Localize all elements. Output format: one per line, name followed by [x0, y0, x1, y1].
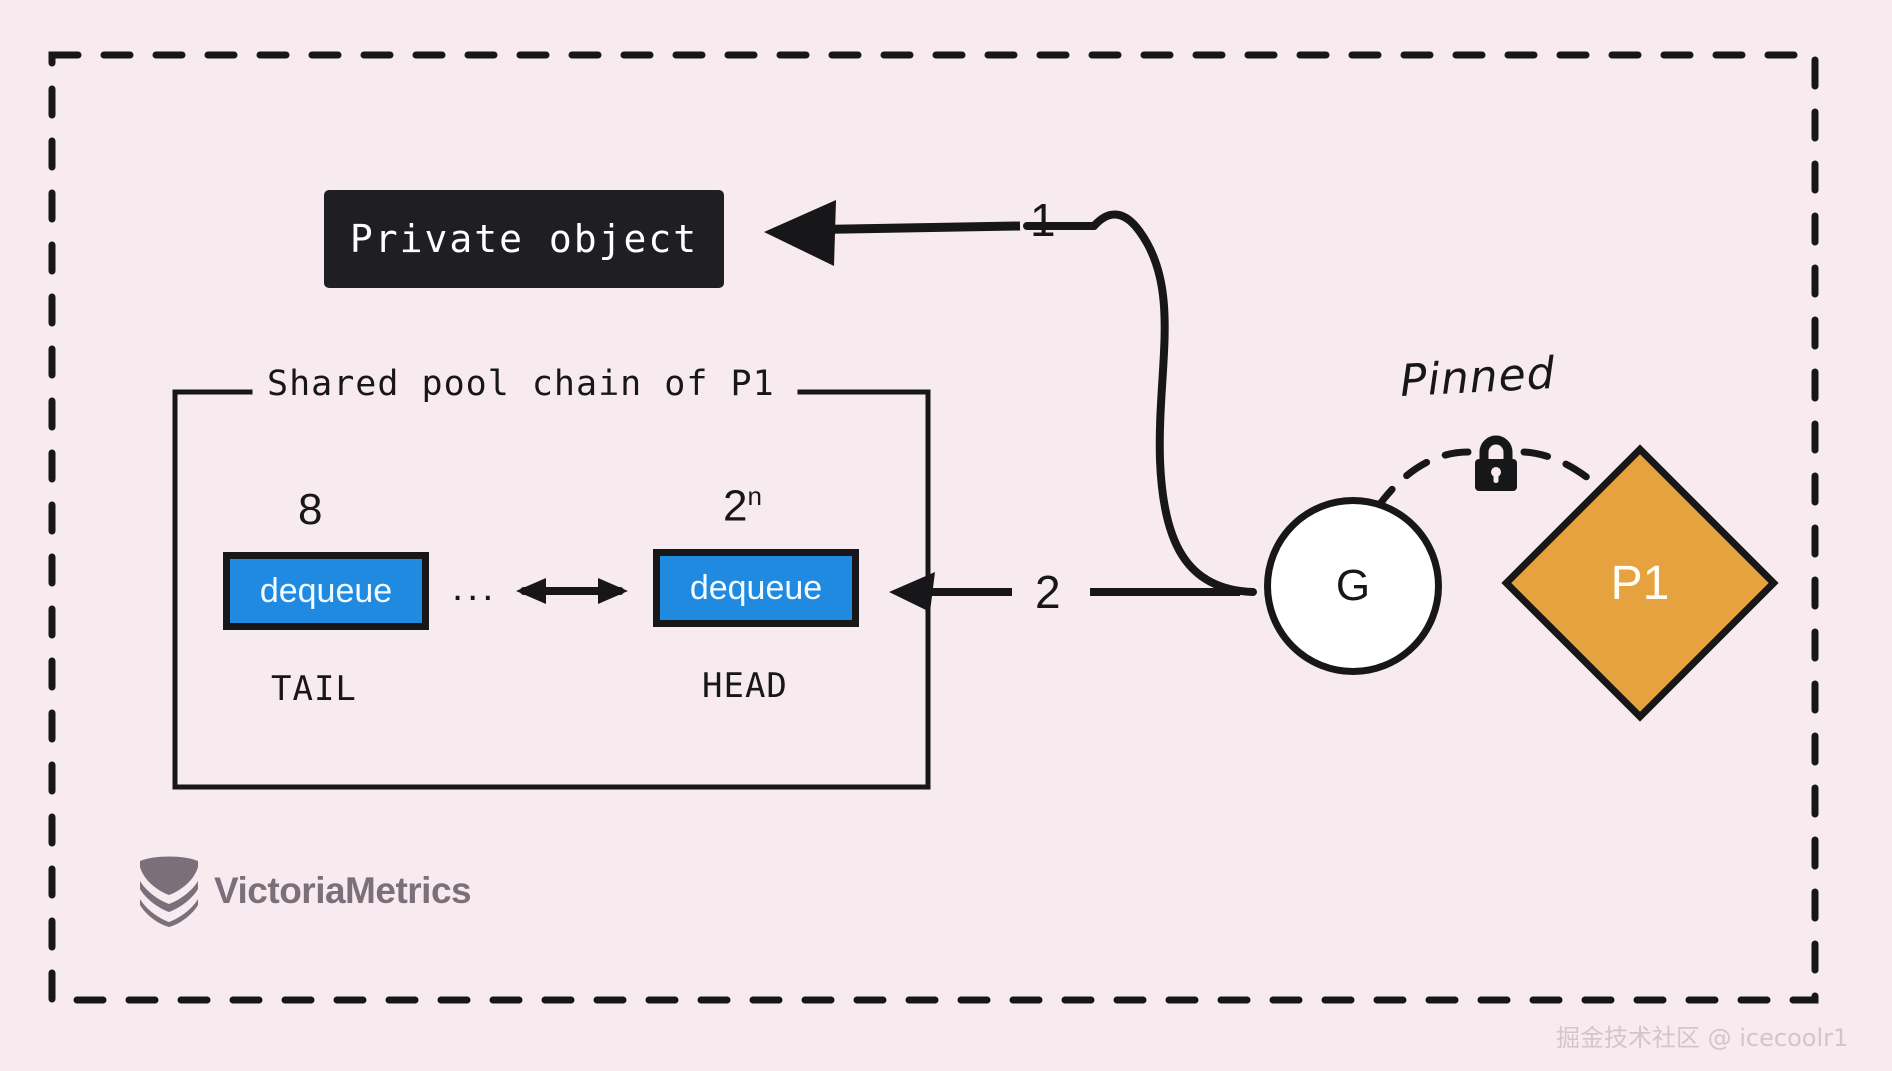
shared-pool-chain-title: Shared pool chain of P1 [253, 364, 789, 404]
dequeue-node-head[interactable]: dequeue [653, 549, 859, 627]
dequeue-tail-caption: TAIL [271, 669, 357, 709]
dequeue-node-tail[interactable]: dequeue [223, 552, 429, 630]
goroutine-g-label: G [1335, 561, 1371, 610]
step-2-arrow [889, 572, 1240, 612]
private-object-box: Private object [324, 190, 724, 288]
shared-pool-chain-group: Shared pool chain of P1 [175, 364, 928, 787]
lock-icon [1475, 435, 1517, 491]
dequeue-tail-size: 8 [298, 485, 322, 535]
victoriametrics-logo: VictoriaMetrics [138, 855, 472, 927]
dequeue-head-size: 2n [723, 481, 762, 532]
victoriametrics-wordmark: VictoriaMetrics [214, 870, 472, 911]
step-1-number: 1 [1030, 194, 1056, 246]
processor-p1-node[interactable]: P1 [1501, 444, 1779, 722]
dequeue-head-size-exponent: n [747, 481, 762, 511]
private-object-label: Private object [349, 217, 699, 261]
chain-ellipsis: ... [452, 565, 498, 609]
dequeue-head-caption: HEAD [702, 666, 788, 706]
watermark-text: 掘金技术社区 @ icecoolr1 [1556, 1024, 1849, 1052]
dequeue-head-size-value: 2 [723, 481, 748, 531]
step-2-number: 2 [1035, 566, 1061, 618]
processor-p1-label: P1 [1610, 556, 1670, 610]
victoriametrics-chevron-logo-icon [140, 856, 198, 927]
goroutine-g-node[interactable]: G [1264, 497, 1442, 675]
dequeue-node-tail-label: dequeue [259, 571, 393, 610]
dequeue-node-head-label: dequeue [689, 568, 823, 607]
dequeue-tail-size-value: 8 [298, 485, 323, 534]
pinned-label: Pinned [1398, 347, 1557, 408]
